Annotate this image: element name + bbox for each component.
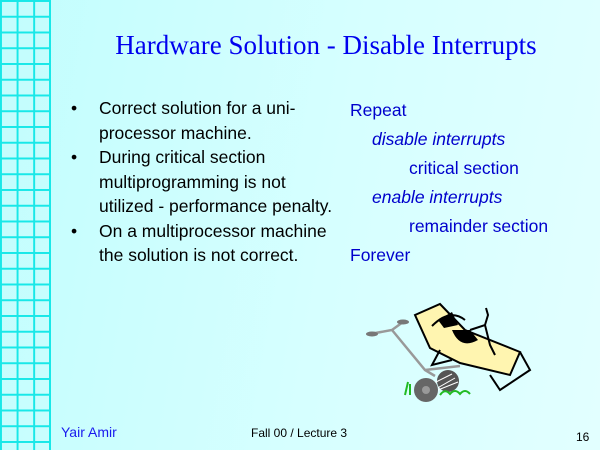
code-line-enable: enable interrupts (372, 187, 503, 207)
code-line-remainder: remainder section (409, 216, 549, 236)
code-line-forever: Forever (350, 245, 411, 265)
pseudocode-block: Repeat disable interrupts critical secti… (350, 96, 548, 270)
bullet-item: •On a multiprocessor machine the solutio… (71, 220, 327, 266)
slide-title: Hardware Solution - Disable Interrupts (115, 30, 537, 60)
code-line-repeat: Repeat (350, 100, 407, 120)
bullet-list: •Correct solution for a uni-processor ma… (70, 96, 340, 268)
bullet-item: •Correct solution for a uni-processor ma… (71, 98, 296, 143)
footer-author: Yair Amir (61, 424, 117, 440)
footer-course: Fall 00 / Lecture 3 (251, 426, 348, 440)
code-line-disable: disable interrupts (372, 129, 506, 149)
code-line-critical: critical section (409, 158, 519, 178)
bullet-icon: • (71, 98, 78, 118)
bullet-icon: • (71, 147, 78, 167)
page-number: 16 (576, 430, 590, 444)
bullet-icon: • (71, 220, 78, 241)
lounging-man-clipart-icon (366, 302, 532, 402)
bullet-item: •During critical section multiprogrammin… (71, 147, 333, 216)
decorative-grid (0, 0, 51, 450)
grid-edge (49, 0, 51, 450)
